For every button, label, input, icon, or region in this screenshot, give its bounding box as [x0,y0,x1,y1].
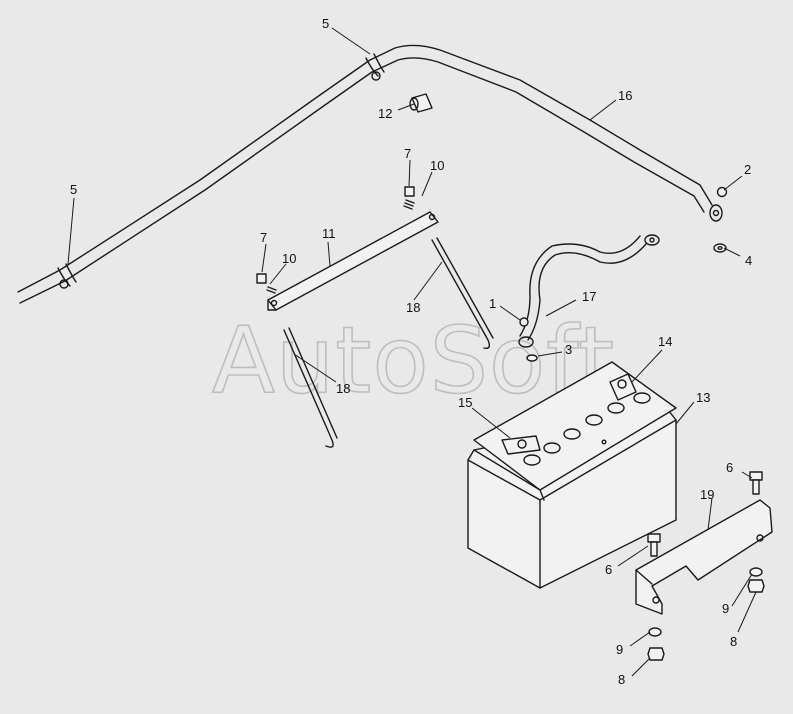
callout-9-right: 9 [722,601,729,616]
cable-clip-5-lower [57,263,77,289]
callout-5-lower: 5 [70,182,77,197]
callout-17: 17 [582,289,596,304]
callout-6-upper: 6 [726,460,733,475]
cable-clip-5-upper [365,53,385,81]
callout-18-right: 18 [406,300,420,315]
terminal-clamp-15 [501,435,541,455]
hook-rod-18-right [431,237,494,350]
terminal-clamp-14 [609,373,637,401]
callout-10-upper: 10 [430,158,444,173]
washer-3 [526,354,538,362]
callout-labels: 5 5 12 16 2 4 7 10 7 10 11 18 18 1 17 3 … [70,16,752,687]
callout-13: 13 [696,390,710,405]
callout-1: 1 [489,296,496,311]
callout-19: 19 [700,487,714,502]
battery-tray-bracket-19 [635,499,773,615]
callout-6-lower: 6 [605,562,612,577]
nut-7-upper [404,186,415,197]
callout-2: 2 [744,162,751,177]
callout-4: 4 [745,253,752,268]
callout-5-upper: 5 [322,16,329,31]
spring-washer-10-lower [266,286,277,294]
callout-10-lower: 10 [282,251,296,266]
callout-3: 3 [565,342,572,357]
callout-8-right: 8 [730,634,737,649]
callout-11: 11 [322,226,336,241]
battery-cable-16 [17,44,723,304]
watermark: AutoSoft [212,307,615,414]
nut-8-right [747,579,765,593]
battery-cable-17 [518,234,660,348]
nut-8-left [647,647,665,661]
lock-washer-9-right [749,567,763,577]
callout-8-left: 8 [618,672,625,687]
bolt-6-lower [647,533,661,557]
callout-12: 12 [378,106,392,121]
leader-lines [67,27,757,677]
callout-14: 14 [658,334,672,349]
hook-rod-18-left [283,327,338,448]
callout-15: 15 [458,395,472,410]
battery-hold-down-bracket-11 [267,211,439,311]
callout-7-lower: 7 [260,230,267,245]
lock-washer-9-left [648,627,662,637]
callout-18-left: 18 [336,381,350,396]
bolt-6-upper [749,471,763,495]
washer-4 [713,243,727,253]
nut-1 [519,317,529,327]
callout-7-upper: 7 [404,146,411,161]
spring-washer-10-upper [403,199,415,210]
nut-7-lower [256,273,267,284]
sleeve-12 [409,93,433,113]
callout-16: 16 [618,88,632,103]
callout-9-left: 9 [616,642,623,657]
